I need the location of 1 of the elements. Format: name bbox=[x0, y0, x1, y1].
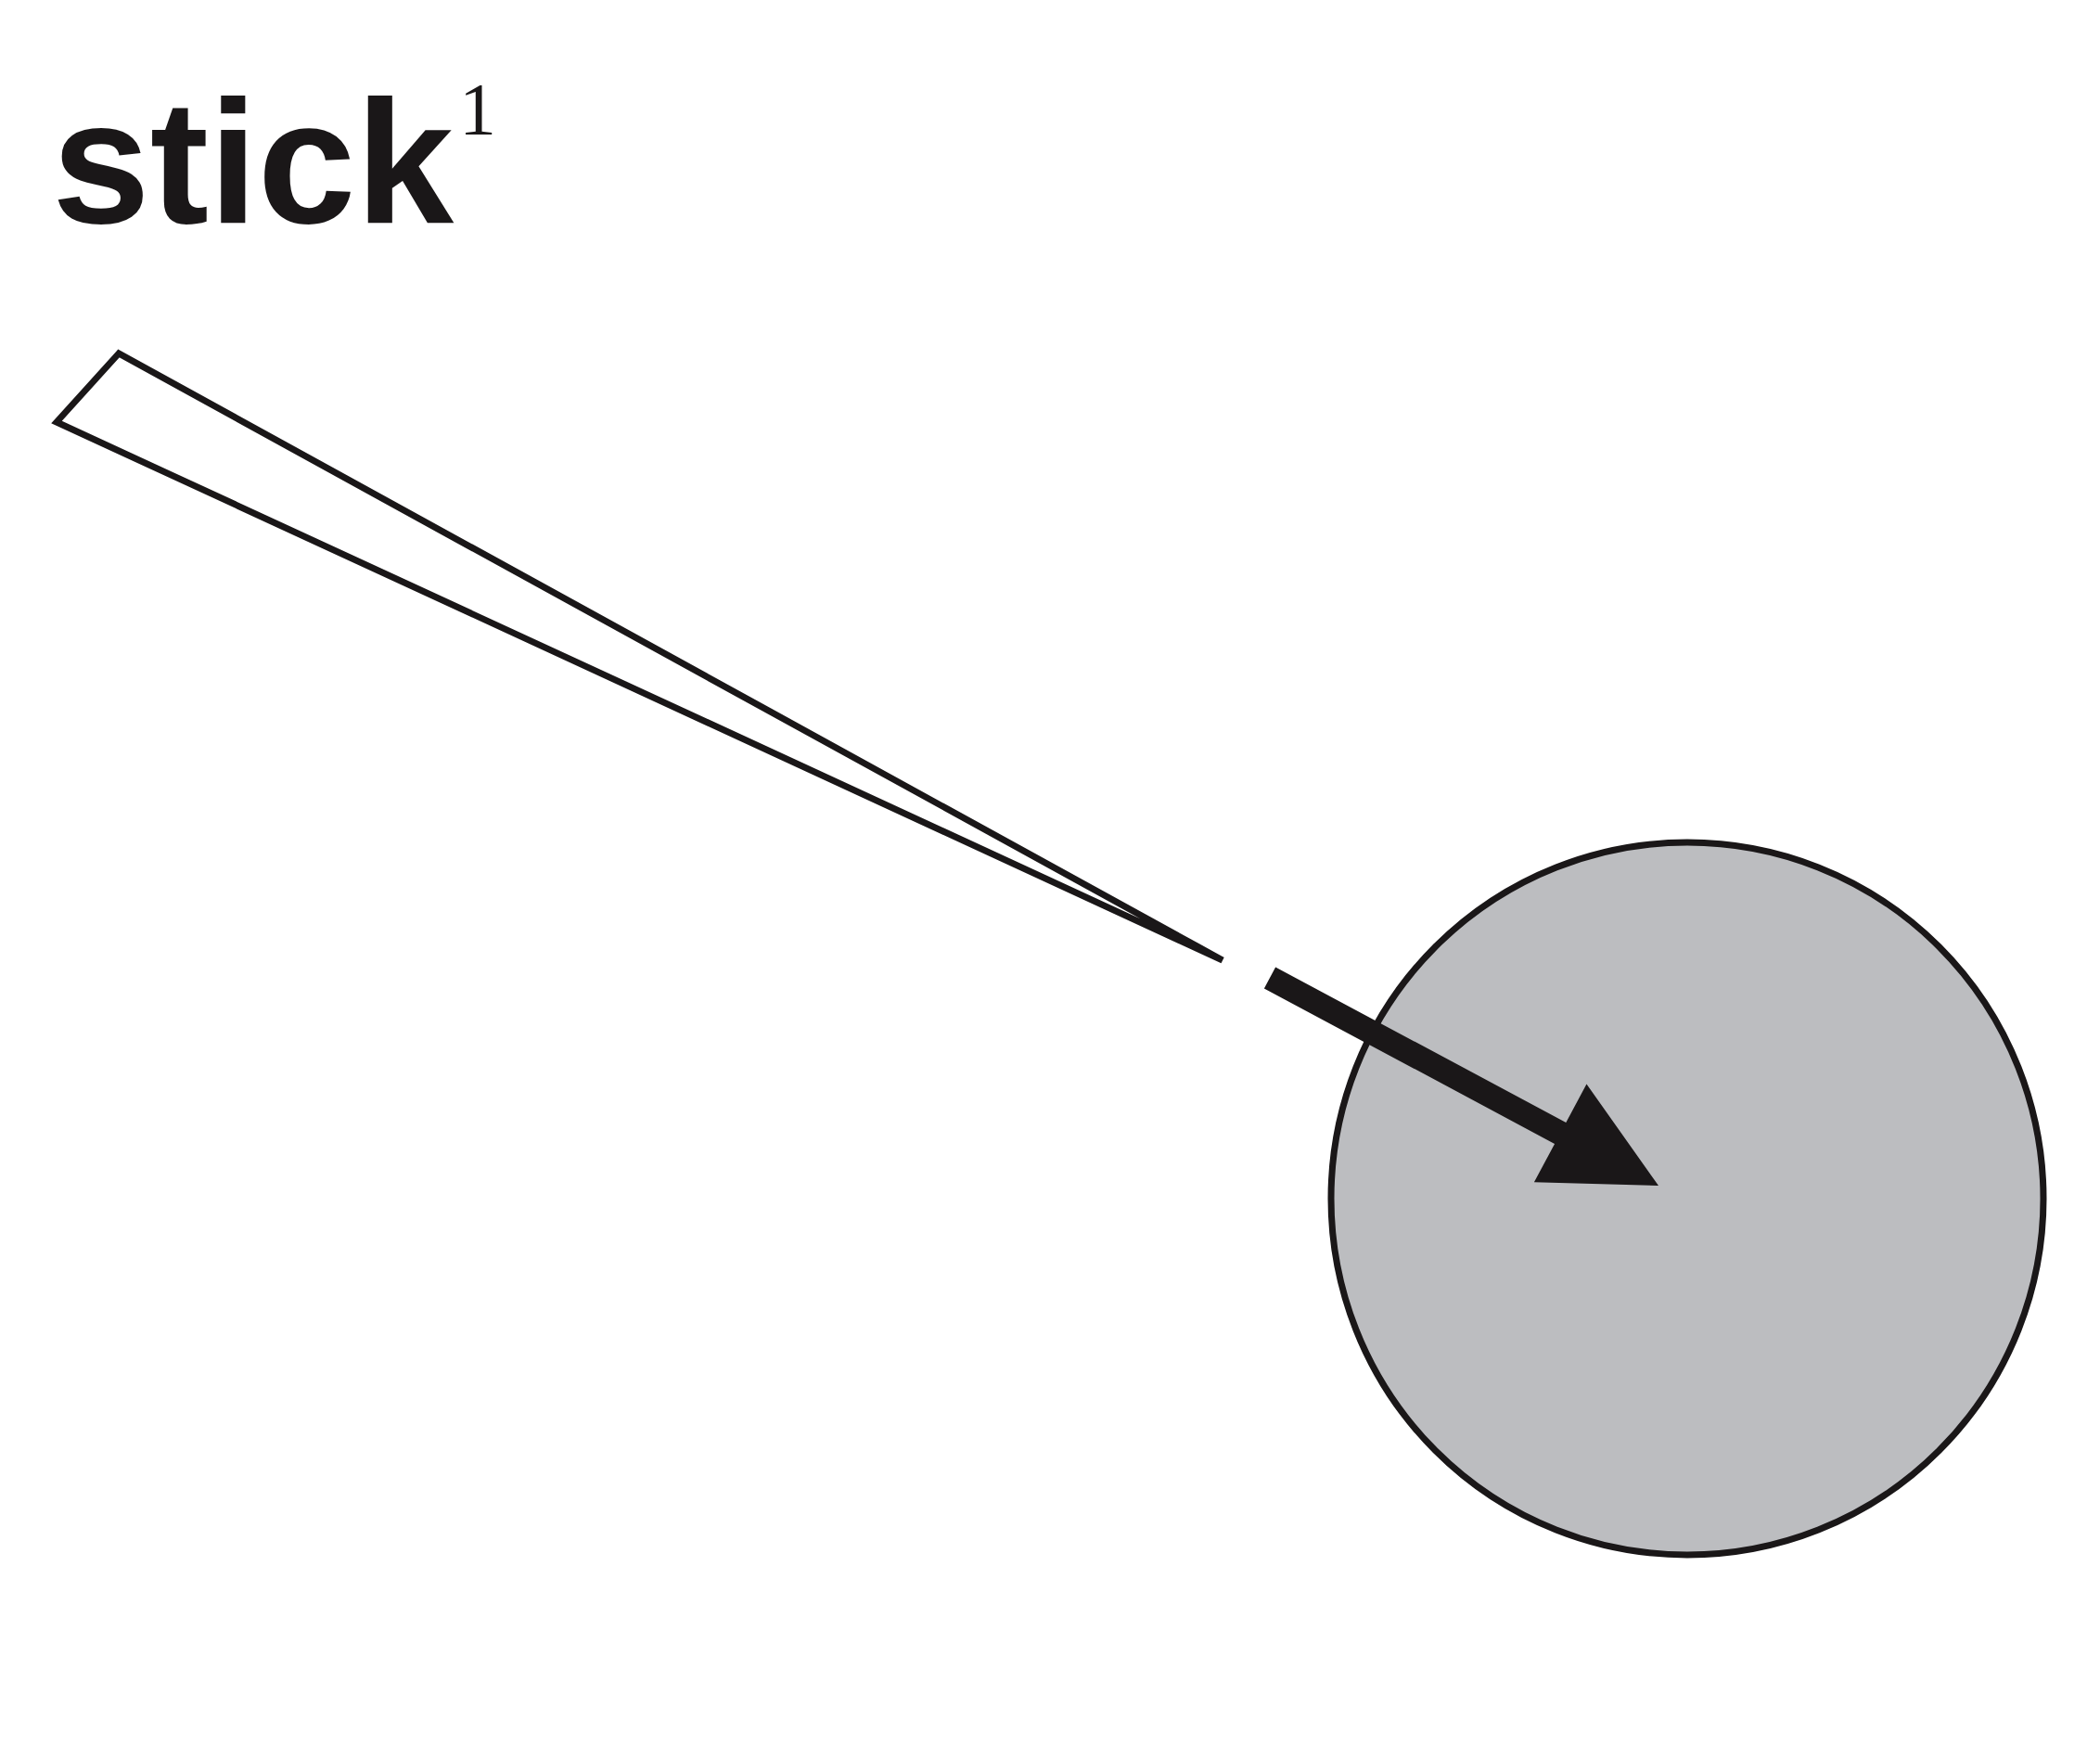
title: stick$^{1}$ bbox=[52, 65, 497, 259]
